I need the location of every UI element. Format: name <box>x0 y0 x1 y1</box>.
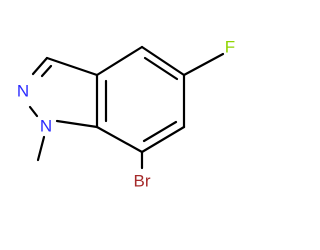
bond-c7-c7a <box>95 125 144 154</box>
bond-c3-n2 <box>31 56 49 76</box>
atom-fluorine: F <box>225 38 235 57</box>
structure-diagram: F N N Br <box>17 38 235 191</box>
bond-c3-n2-double <box>40 64 53 78</box>
bond-c3a-c3 <box>45 56 99 77</box>
bond-c4-c5 <box>140 45 186 77</box>
bonds <box>28 45 225 170</box>
atom-nitrogen-1: N <box>40 117 52 136</box>
atom-nitrogen-2: N <box>17 82 29 101</box>
atom-labels: F N N Br <box>17 38 235 191</box>
atom-bromine: Br <box>134 172 151 191</box>
bond-c6-c7-double <box>142 120 178 143</box>
bond-c4-c5-double <box>143 56 179 81</box>
bond-c6-c7 <box>140 125 186 154</box>
bond-n2-n1 <box>28 105 39 118</box>
bond-n1-c7a <box>55 119 99 129</box>
bond-c3a-c4 <box>95 45 144 77</box>
bond-c5-f <box>182 52 225 77</box>
bond-n1-methyl <box>36 135 46 162</box>
molecule-canvas: F N N Br <box>16 37 236 191</box>
